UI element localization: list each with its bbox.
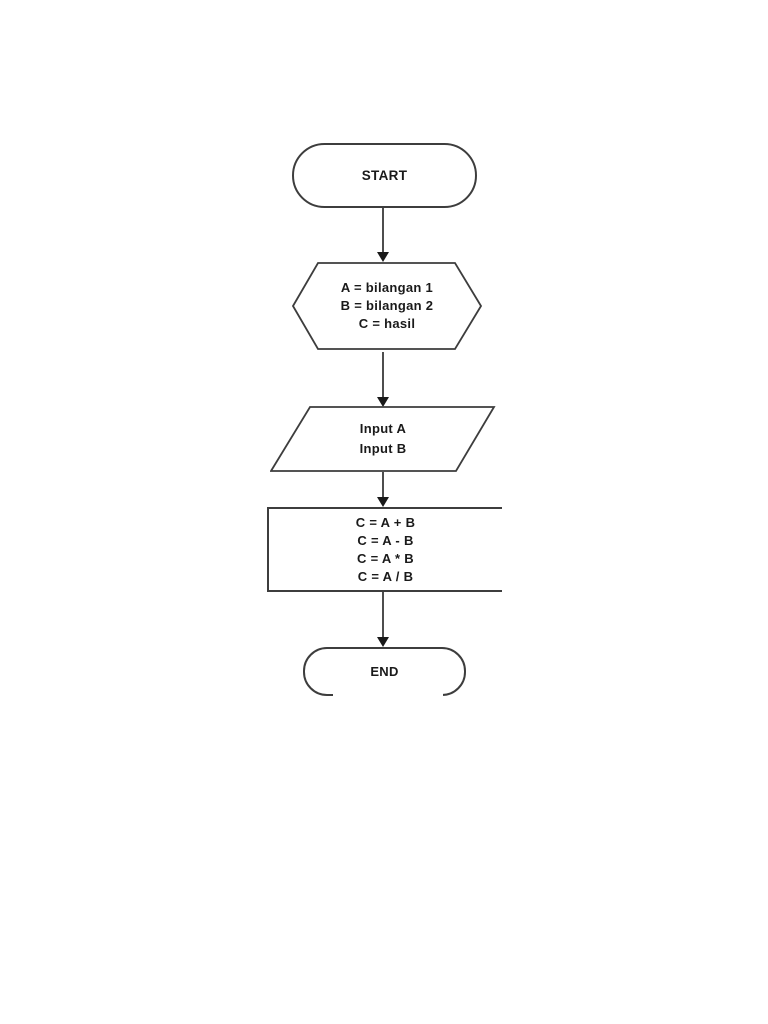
process-line: C = A + B <box>355 514 416 530</box>
arrow-preparation-to-input <box>377 352 389 407</box>
preparation-text: A = bilangan 1 B = bilangan 2 C = hasil <box>341 279 434 333</box>
input-line: Input A <box>359 421 407 436</box>
input-line: Input B <box>359 441 407 456</box>
process-line: C = A * B <box>357 550 414 566</box>
preparation-line: C = hasil <box>358 316 416 331</box>
arrow-input-to-process <box>377 472 389 507</box>
process-line: C = A - B <box>357 532 414 548</box>
input-text: Input A Input B <box>360 419 407 459</box>
arrow-shaft <box>382 472 384 499</box>
process-node: C = A + B C = A - B C = A * B C = A / B <box>267 507 502 592</box>
arrow-shaft <box>382 208 384 254</box>
arrow-shaft <box>382 352 384 399</box>
end-node: END <box>303 647 466 696</box>
parallelogram-shape <box>270 406 496 472</box>
arrowhead-down-icon <box>377 497 389 507</box>
arrowhead-down-icon <box>377 397 389 407</box>
arrow-shaft <box>382 592 384 639</box>
preparation-line: A = bilangan 1 <box>340 280 434 295</box>
input-node: Input A Input B <box>270 406 496 472</box>
process-line: C = A / B <box>357 568 414 584</box>
hexagon-shape <box>292 262 482 350</box>
parallelogram-outline <box>270 406 496 472</box>
preparation-line: B = bilangan 2 <box>340 298 434 313</box>
hexagon-outline <box>292 262 482 350</box>
end-bottom-gap-mask <box>333 692 443 700</box>
arrowhead-down-icon <box>377 637 389 647</box>
preparation-node: A = bilangan 1 B = bilangan 2 C = hasil <box>292 262 482 350</box>
end-label: END <box>370 664 399 679</box>
arrowhead-down-icon <box>377 252 389 262</box>
start-node: START <box>292 143 477 208</box>
arrow-process-to-end <box>377 592 389 647</box>
arrow-start-to-preparation <box>377 208 389 262</box>
start-label: START <box>361 168 408 183</box>
